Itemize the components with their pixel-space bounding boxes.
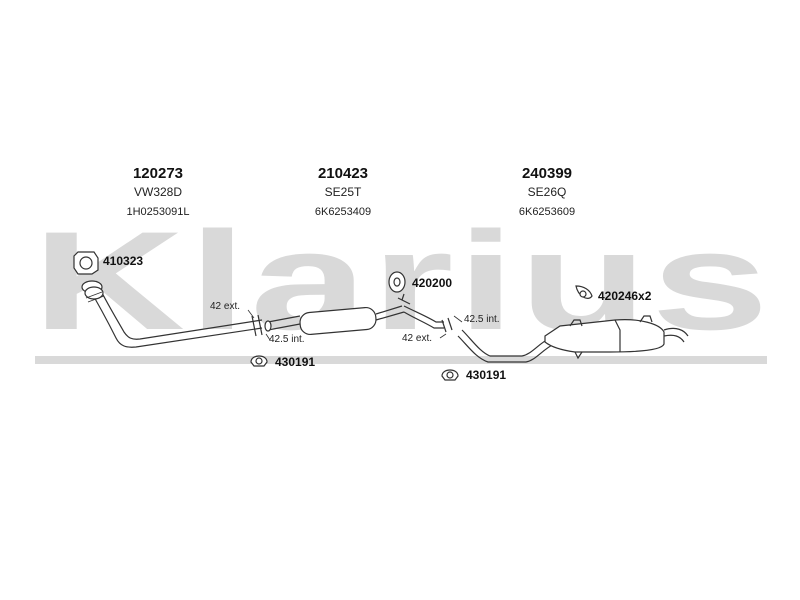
dimension-label: 42.5 int.	[464, 314, 500, 325]
clamp-430191-front-icon	[250, 355, 268, 367]
part-code-label: SE25T	[324, 185, 362, 199]
dimension-label: 42.5 int.	[269, 334, 305, 345]
part-code-label: VW328D	[133, 185, 183, 199]
dimension-leaders	[247, 309, 463, 341]
part-number-label: 240399	[521, 165, 573, 182]
gasket-part-label: 410323	[103, 254, 144, 268]
front-pipe-120273	[81, 280, 263, 348]
middle-silencer-210423	[264, 305, 405, 336]
rubber-mount-420246-icon	[575, 285, 593, 299]
rubber-mount-part-label: 420200	[412, 276, 453, 290]
part-number-label: 120273	[132, 165, 184, 182]
rubber-mount-part-label: 420246x2	[598, 289, 652, 303]
oem-number-label: 1H0253091L	[126, 206, 190, 218]
dimension-label: 42 ext.	[402, 333, 433, 344]
clamp-430191-rear-icon	[441, 369, 459, 381]
rear-silencer-240399	[403, 305, 689, 363]
hanger-bracket	[397, 293, 411, 305]
clamp-part-label: 430191	[275, 355, 316, 369]
part-number-label: 210423	[317, 165, 369, 182]
oem-number-label: 6K6253409	[314, 206, 372, 218]
rubber-mount-420200-icon	[388, 271, 406, 293]
gasket-410323-icon	[73, 251, 99, 275]
oem-number-label: 6K6253609	[518, 206, 576, 218]
clamp-part-label: 430191	[466, 368, 507, 382]
dimension-label: 42 ext.	[210, 301, 241, 312]
part-code-label: SE26Q	[527, 185, 567, 199]
